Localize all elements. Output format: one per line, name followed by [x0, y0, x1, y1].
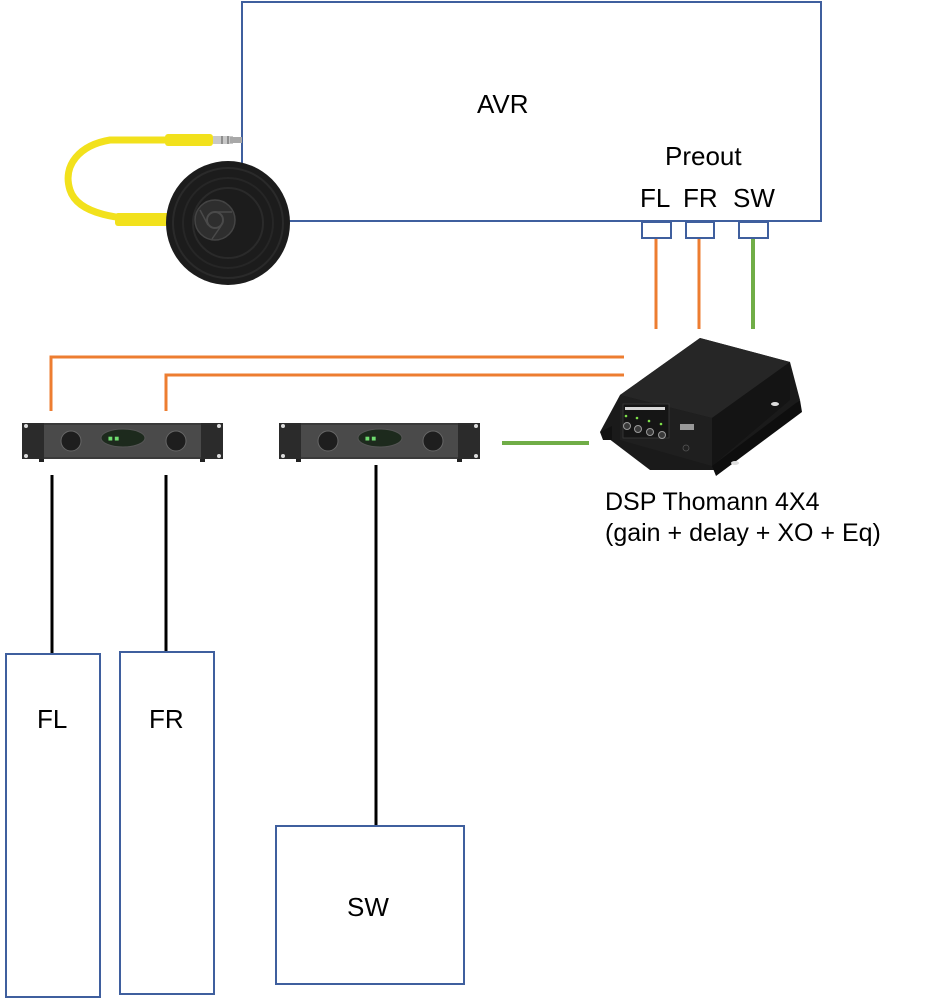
svg-text:■ ■: ■ ■	[108, 436, 119, 442]
speaker-fr-box	[119, 651, 215, 995]
speaker-fr-label: FR	[149, 704, 184, 734]
speaker-fl-box	[5, 653, 101, 998]
dsp-name-label: DSP Thomann 4X4	[605, 488, 820, 516]
preout-port-label-sw: SW	[733, 183, 775, 213]
dsp-unit-icon	[600, 338, 802, 476]
wire-dsp-to-amp-right	[164, 373, 624, 411]
amplifier-front-icon: ■ ■	[22, 423, 223, 462]
speaker-fl-label: FL	[37, 704, 68, 734]
amplifier-sub-icon: ■ ■	[279, 423, 480, 462]
preout-port-label-fl: FL	[640, 183, 671, 213]
preout-port-label-fr: FR	[683, 183, 718, 213]
speaker-sw-box	[275, 825, 465, 985]
dsp-functions-label: (gain + delay + XO + Eq)	[605, 519, 881, 547]
chromecast-audio-icon	[64, 134, 290, 285]
preout-port-fl	[641, 221, 672, 239]
preout-label: Preout	[665, 141, 742, 171]
dsp-label: DSP Thomann 4X4 (gain + delay + XO + Eq)	[605, 487, 881, 549]
speaker-sw-label: SW	[347, 892, 389, 922]
avr-label: AVR	[477, 89, 529, 119]
preout-port-sw	[738, 221, 769, 239]
wire-dsp-to-amp-left	[49, 355, 624, 411]
preout-port-fr	[685, 221, 715, 239]
avr-box	[241, 1, 822, 222]
svg-text:■ ■: ■ ■	[365, 436, 376, 442]
